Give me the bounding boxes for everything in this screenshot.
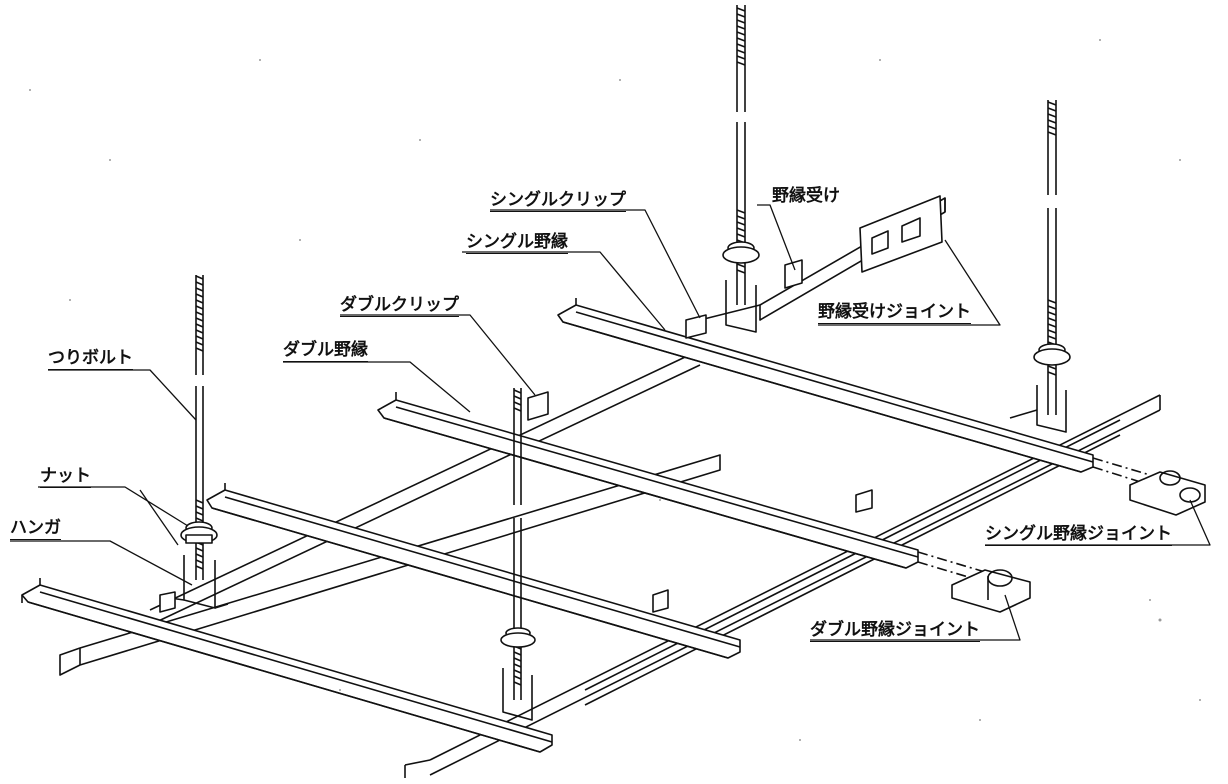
nut-and-hanger-left (169, 521, 229, 609)
single-clip-part (685, 314, 707, 339)
label-furring-receiver: 野縁受け (772, 186, 840, 206)
single-furring-back (557, 298, 1151, 486)
nut-and-hanger-center (500, 627, 536, 721)
hanging-bolt-back (736, 5, 746, 305)
label-furring-receiver-joint: 野縁受けジョイント (818, 302, 971, 324)
label-hanging-bolt: つりボルト (48, 348, 133, 370)
nut-and-hanger-right (1009, 343, 1071, 433)
hanging-bolt-right (1047, 100, 1057, 415)
paper-speckles (29, 39, 1201, 741)
label-nut: ナット (40, 466, 91, 488)
clips-misc (159, 259, 873, 613)
label-hanger: ハンガ (10, 518, 61, 540)
hanging-bolt-center (513, 388, 522, 700)
double-furring-front (21, 578, 553, 753)
double-furring-joint-part (951, 569, 1031, 613)
single-furring-joint-part (1129, 470, 1206, 516)
label-single-furring: シングル野縁 (466, 232, 568, 254)
nut-and-hanger-back (722, 241, 760, 333)
double-furring-second (206, 483, 741, 659)
label-double-furring-joint: ダブル野縁ジョイント (810, 620, 980, 642)
leader-lines (10, 204, 1211, 641)
furring-receiver-middle (149, 349, 1121, 706)
label-double-furring: ダブル野縁 (283, 340, 368, 362)
label-single-clip: シングルクリップ (490, 190, 626, 212)
double-clip-part (527, 391, 549, 421)
label-double-clip: ダブルクリップ (340, 295, 459, 317)
furring-receiver-joint-part (859, 195, 943, 273)
label-single-furring-joint: シングル野縁ジョイント (985, 524, 1172, 546)
double-furring-third (377, 392, 986, 583)
